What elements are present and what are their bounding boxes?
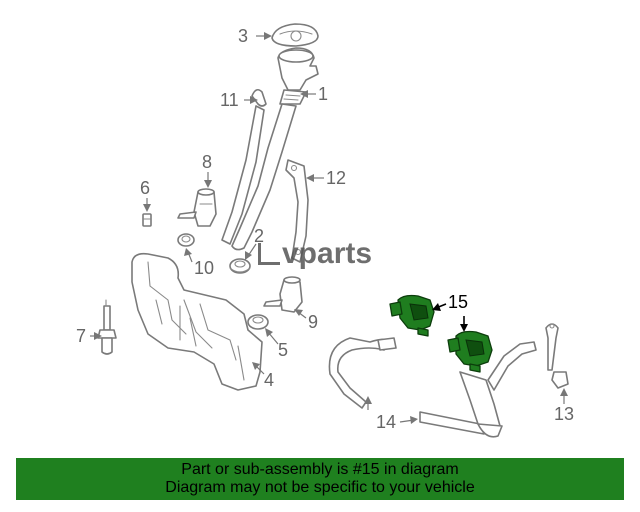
part-12-bracket[interactable] <box>285 159 309 263</box>
callout-6[interactable]: 6 <box>140 178 150 198</box>
banner-line-2: Diagram may not be specific to your vehi… <box>165 479 475 496</box>
callout-leaders <box>90 32 568 424</box>
part-3-cap[interactable] <box>271 23 319 47</box>
part-10-grommet[interactable] <box>177 233 195 247</box>
info-banner: Part or sub-assembly is #15 in diagram D… <box>16 458 624 500</box>
filler-tube[interactable] <box>231 103 297 251</box>
part-9-pump[interactable] <box>263 276 303 313</box>
callout-4[interactable]: 4 <box>264 370 274 390</box>
callout-7[interactable]: 7 <box>76 326 86 346</box>
callout-5[interactable]: 5 <box>278 340 288 360</box>
part-15-washer-pump-lower[interactable] <box>447 330 493 373</box>
watermark-text: vparts <box>282 237 373 270</box>
callout-2[interactable]: 2 <box>254 226 264 246</box>
part-7-level-sensor[interactable] <box>97 299 117 355</box>
callout-14[interactable]: 14 <box>376 412 396 432</box>
callout-8[interactable]: 8 <box>202 152 212 172</box>
part-15-washer-pump-upper[interactable] <box>389 294 435 337</box>
part-5-grommet[interactable] <box>247 314 269 330</box>
callout-9[interactable]: 9 <box>308 312 318 332</box>
callout-13[interactable]: 13 <box>554 404 574 424</box>
callout-1[interactable]: 1 <box>318 84 328 104</box>
part-13-hose[interactable] <box>545 323 569 389</box>
callout-11[interactable]: 11 <box>220 90 239 110</box>
part-1-filler-neck[interactable] <box>277 47 319 105</box>
part-6-clip[interactable] <box>142 213 152 227</box>
part-2-grommet[interactable] <box>229 258 251 274</box>
callout-15-leaders <box>432 303 468 332</box>
callout-10[interactable]: 10 <box>194 258 214 278</box>
vparts-logo-mark-icon <box>258 243 280 265</box>
part-4-reservoir-tank[interactable] <box>131 252 263 391</box>
part-14-hose[interactable] <box>328 337 537 438</box>
callout-15[interactable]: 15 <box>448 292 468 312</box>
banner-line-1: Part or sub-assembly is #15 in diagram <box>181 461 459 478</box>
vparts-watermark: vparts <box>258 236 388 272</box>
part-11-hose[interactable] <box>221 88 267 245</box>
callout-3[interactable]: 3 <box>238 26 248 46</box>
part-8-pump[interactable] <box>177 188 217 227</box>
callout-12[interactable]: 12 <box>326 168 346 188</box>
callout-numbers: 3 1 11 12 8 6 2 10 9 5 4 7 14 13 15 <box>76 26 574 432</box>
